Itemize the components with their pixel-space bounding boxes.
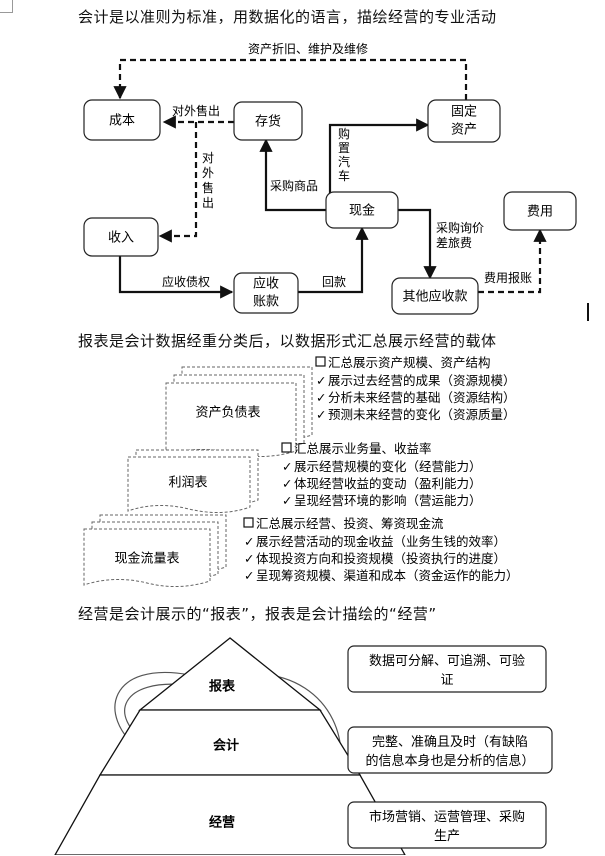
svg-text:✓: ✓ (282, 476, 292, 491)
svg-text:生产: 生产 (434, 829, 460, 844)
label-expense-report: 费用报账 (484, 270, 532, 285)
label-external-sale-v: 对 外 售 出 (202, 151, 214, 210)
tier-operations: 经营 (209, 815, 235, 831)
svg-text:置: 置 (338, 141, 350, 155)
svg-text:资产负债表: 资产负债表 (195, 406, 260, 421)
svg-text:呈现经营环境的影响（营运能力）: 呈现经营环境的影响（营运能力） (294, 493, 482, 508)
edge-revenue-to-receivable (118, 256, 234, 299)
section1-heading: 会计是以准则为标准，用数据化的语言，描绘经营的专业活动 (78, 8, 497, 26)
text-cursor (587, 303, 589, 321)
svg-text:收入: 收入 (108, 231, 134, 246)
svg-text:✓: ✓ (316, 373, 326, 388)
corner-mark (0, 0, 13, 13)
svg-text:✓: ✓ (282, 493, 292, 508)
tier-accounting: 会计 (213, 738, 239, 754)
svg-text:成本: 成本 (109, 114, 135, 129)
svg-text:其他应收款: 其他应收款 (402, 289, 467, 305)
svg-text:呈现筹资规模、渠道和成本（资金运作的能力）: 呈现筹资规模、渠道和成本（资金运作的能力） (256, 568, 519, 583)
pyramid: 报表 会计 经营 (54, 637, 406, 855)
svg-text:预测未来经营的变化（资源质量）: 预测未来经营的变化（资源质量） (328, 407, 516, 422)
accounting-flow-diagram: 成本 存货 固定 资产 收入 现金 费用 应收 账款 其他应收款 资产折旧、维护… (83, 41, 577, 315)
svg-text:数据可分解、可追溯、可验: 数据可分解、可追溯、可验 (369, 653, 525, 669)
edge-cash-to-inventory (259, 138, 328, 212)
svg-text:完整、准确且及时（有缺陷: 完整、准确且及时（有缺陷 (372, 735, 528, 750)
svg-text:费用: 费用 (527, 205, 553, 220)
svg-text:对: 对 (202, 151, 214, 165)
svg-text:汇总展示业务量、收益率: 汇总展示业务量、收益率 (294, 441, 432, 456)
node-fixed-assets: 固定 资产 (427, 99, 501, 143)
edge-depreciation (113, 58, 468, 100)
label-procure-l1: 采购询价 (436, 220, 484, 235)
note-operations: 市场营销、运营管理、采购 生产 (347, 801, 547, 849)
edge-sale-to-revenue (158, 122, 198, 243)
label-buy-car: 购 置 汽 车 (338, 126, 350, 183)
svg-text:利润表: 利润表 (168, 476, 207, 491)
svg-text:✓: ✓ (244, 551, 254, 566)
node-cash: 现金 (325, 191, 399, 229)
doc-cash-flow-statement: 现金流量表 (83, 514, 227, 588)
label-procure-l2: 差旅费 (436, 236, 472, 250)
section2-heading: 报表是会计数据经重分类后，以数据形式汇总展示经营的载体 (78, 332, 497, 350)
label-collection: 回款 (322, 275, 346, 289)
label-buy-goods: 采购商品 (270, 178, 318, 193)
svg-text:✓: ✓ (244, 568, 254, 583)
doc-income-statement: 利润表 (127, 449, 259, 513)
svg-text:应收: 应收 (253, 276, 279, 292)
edge-other-to-expense (478, 228, 547, 294)
node-revenue: 收入 (83, 217, 159, 257)
svg-text:体现投资方向和投资规模（投资执行的进度）: 体现投资方向和投资规模（投资执行的进度） (256, 551, 506, 566)
desc-income-statement: 汇总展示业务量、收益率 ✓展示经营规模的变化（经营能力） ✓体现经营收益的变动（… (281, 441, 482, 508)
label-depreciation: 资产折旧、维护及维修 (248, 41, 368, 56)
report-diagram: 资产负债表 利润表 现金流量表 汇总展示资产规模、资产结构 ✓展示过去经营的成果… (83, 355, 519, 588)
desc-cash-flow-statement: 汇总展示经营、投资、筹资现金流 ✓展示经营活动的现金收益（业务生钱的效率） ✓体… (243, 516, 519, 583)
desc-balance-sheet: 汇总展示资产规模、资产结构 ✓展示过去经营的成果（资源规模） ✓分析未来经营的基… (315, 355, 516, 422)
svg-text:市场营销、运营管理、采购: 市场营销、运营管理、采购 (369, 809, 525, 825)
svg-text:存货: 存货 (255, 114, 281, 130)
svg-text:的信息本身也是分析的信息）: 的信息本身也是分析的信息） (365, 753, 534, 769)
edge-receivable-to-cash (298, 226, 369, 294)
svg-text:分析未来经营的基础（资源结构）: 分析未来经营的基础（资源结构） (328, 390, 516, 405)
label-claims: 应收债权 (162, 274, 210, 289)
svg-text:体现经营收益的变动（盈利能力）: 体现经营收益的变动（盈利能力） (294, 476, 482, 491)
pyramid-diagram: 报表 会计 经营 数据可分解、可追溯、可验 证 完整、准确且及时（有缺陷 的信息… (54, 637, 553, 855)
svg-text:出: 出 (202, 196, 214, 210)
note-accounting: 完整、准确且及时（有缺陷 的信息本身也是分析的信息） (347, 726, 553, 774)
svg-text:汇总展示经营、投资、筹资现金流: 汇总展示经营、投资、筹资现金流 (256, 516, 444, 531)
svg-text:✓: ✓ (244, 534, 254, 549)
edge-cash-to-other (398, 208, 437, 280)
svg-text:展示过去经营的成果（资源规模）: 展示过去经营的成果（资源规模） (328, 373, 516, 388)
node-cost: 成本 (83, 99, 161, 141)
svg-text:✓: ✓ (316, 390, 326, 405)
svg-text:车: 车 (338, 168, 350, 183)
svg-text:现金: 现金 (349, 203, 375, 219)
svg-text:账款: 账款 (253, 295, 279, 310)
svg-text:展示经营活动的现金收益（业务生钱的效率）: 展示经营活动的现金收益（业务生钱的效率） (256, 534, 506, 549)
svg-text:外: 外 (202, 166, 214, 180)
svg-text:证: 证 (440, 673, 453, 688)
node-inventory: 存货 (233, 101, 303, 141)
svg-text:购: 购 (338, 126, 350, 141)
svg-text:现金流量表: 现金流量表 (114, 551, 179, 567)
svg-text:汇总展示资产规模、资产结构: 汇总展示资产规模、资产结构 (328, 355, 491, 370)
note-reports: 数据可分解、可追溯、可验 证 (347, 645, 547, 693)
tier-reports: 报表 (209, 679, 236, 695)
section3-heading: 经营是会计展示的“报表”，报表是会计描绘的“经营” (78, 605, 437, 623)
doc-balance-sheet: 资产负债表 (165, 366, 313, 458)
svg-text:✓: ✓ (282, 459, 292, 474)
node-receivable: 应收 账款 (233, 272, 299, 314)
svg-text:展示经营规模的变化（经营能力）: 展示经营规模的变化（经营能力） (294, 459, 482, 474)
edge-cash-to-fixed (328, 118, 430, 210)
svg-text:汽: 汽 (338, 154, 350, 169)
svg-text:售: 售 (202, 180, 214, 195)
svg-text:固定: 固定 (451, 105, 477, 120)
node-expense: 费用 (503, 191, 577, 231)
node-other-receivable: 其他应收款 (391, 277, 479, 315)
svg-text:✓: ✓ (316, 407, 326, 422)
label-external-sale-h: 对外售出 (172, 103, 220, 118)
svg-text:资产: 资产 (451, 123, 477, 138)
